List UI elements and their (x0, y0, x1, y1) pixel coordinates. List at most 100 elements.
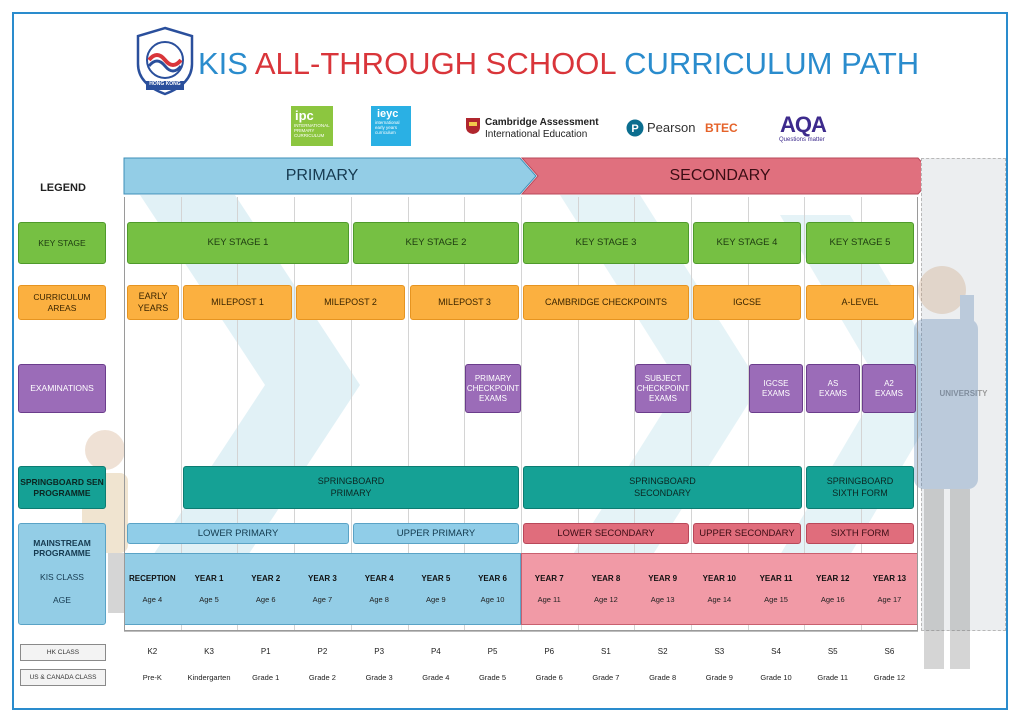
column-divider (180, 197, 182, 630)
exam-igcse: IGCSE EXAMS (749, 364, 803, 413)
kis-class-label: YEAR 3 (307, 574, 337, 583)
ipc-abbr: ipc (295, 108, 314, 123)
hk-class-label: S1 (601, 647, 611, 656)
kis-class-label: YEAR 11 (759, 574, 793, 583)
us-class-label: Grade 11 (817, 673, 849, 682)
area-early-years: EARLY YEARS (127, 285, 179, 320)
kis-class-label: YEAR 6 (478, 574, 507, 583)
svg-text:P: P (631, 123, 638, 135)
kis-class-label: YEAR 9 (648, 574, 678, 583)
exam-primary-checkpoint: PRIMARY CHECKPOINT EXAMS (465, 364, 521, 413)
age-label: Age 7 (312, 595, 333, 604)
us-class-label: Grade 7 (592, 673, 620, 682)
us-class-label: Pre-K (142, 673, 162, 682)
hk-class-label: P4 (430, 647, 441, 656)
hk-class-label: S5 (827, 647, 838, 656)
column-divider (350, 197, 352, 630)
btec-logo: BTEC (705, 121, 738, 135)
mainstream-upper-secondary: UPPER SECONDARY (693, 523, 801, 544)
column-divider (747, 197, 749, 630)
exam-a2: A2 EXAMS (862, 364, 916, 413)
area-milepost-3: MILEPOST 3 (410, 285, 519, 320)
legend-springboard: SPRINGBOARD SEN PROGRAMME (18, 466, 106, 509)
legend-age: AGE (53, 594, 71, 605)
age-label: Age 15 (764, 595, 788, 604)
us-class-label: Grade 9 (705, 673, 733, 682)
kis-class-label: YEAR 10 (702, 574, 737, 583)
hk-class-label: S2 (657, 647, 668, 656)
key-stage-4: KEY STAGE 4 (693, 222, 801, 264)
cambridge-shield-icon (466, 118, 480, 134)
aqa-tagline: Questions matter (779, 137, 825, 143)
hk-class-label: P5 (487, 647, 498, 656)
legend-mainstream-block: MAINSTREAM PROGRAMME KIS CLASS AGE (18, 523, 106, 625)
pearson-p-icon: P (626, 119, 644, 137)
hk-class-label: K2 (147, 647, 158, 656)
age-label: Age 6 (255, 595, 276, 604)
column-divider (407, 197, 409, 630)
area-milepost-1: MILEPOST 1 (183, 285, 292, 320)
column-divider (691, 197, 692, 630)
hk-class-label: P2 (317, 647, 328, 656)
column-divider (634, 197, 636, 630)
key-stage-5: KEY STAGE 5 (806, 222, 914, 264)
key-stage-3: KEY STAGE 3 (523, 222, 689, 264)
key-stage-1: KEY STAGE 1 (127, 222, 349, 264)
age-label: Age 4 (142, 595, 163, 604)
legend-kis-class: KIS CLASS (40, 572, 84, 583)
age-label: Age 5 (199, 595, 219, 604)
aqa-logo: AQA (780, 112, 827, 137)
hk-class-label: P6 (544, 647, 555, 656)
mainstream-sixth-form: SIXTH FORM (806, 523, 914, 544)
area-a-level: A-LEVEL (806, 285, 914, 320)
kis-class-label: RECEPTION (129, 574, 176, 583)
hk-class-label: P3 (374, 647, 385, 656)
column-divider (464, 197, 466, 630)
kis-class-label: YEAR 1 (194, 574, 224, 583)
bottom-divider (124, 631, 918, 632)
legend-curriculum-areas: CURRICULUM AREAS (18, 285, 106, 320)
legend-examinations: EXAMINATIONS (18, 364, 106, 413)
mainstream-lower-secondary: LOWER SECONDARY (523, 523, 689, 544)
kis-class-label: YEAR 8 (591, 574, 621, 583)
age-label: Age 9 (426, 595, 446, 604)
grid-border (124, 197, 918, 631)
springboard-secondary: SPRINGBOARD SECONDARY (523, 466, 802, 509)
university-label: UNIVERSITY (921, 385, 1006, 401)
phase-secondary: SECONDARY (669, 167, 771, 184)
age-label: Age 13 (650, 595, 675, 604)
us-class-label: Grade 3 (365, 673, 393, 682)
hk-class-label: P1 (260, 647, 271, 656)
title-part-kis: KIS (198, 46, 255, 81)
ieyc-abbr: ieyc (377, 108, 399, 120)
hk-class-label: S3 (714, 647, 725, 656)
title-part-school: ALL-THROUGH SCHOOL (254, 46, 625, 81)
springboard-sixth-form: SPRINGBOARD SIXTH FORM (806, 466, 914, 509)
hk-class-label: S6 (884, 647, 895, 656)
us-class-label: Kindergarten (187, 673, 231, 682)
us-class-label: Grade 1 (252, 673, 280, 682)
secondary-class-band (521, 553, 918, 625)
key-stage-2: KEY STAGE 2 (353, 222, 519, 264)
column-divider (520, 197, 522, 630)
column-divider (577, 197, 579, 630)
cambridge-logo: Cambridge Assessment International Educa… (485, 117, 599, 140)
age-label: Age 16 (820, 595, 845, 604)
school-crest-icon (136, 26, 194, 96)
us-class-label: Grade 5 (478, 673, 507, 682)
poster-frame (12, 12, 1008, 710)
legend-hk-class: HK CLASS (20, 644, 106, 661)
springboard-primary: SPRINGBOARD PRIMARY (183, 466, 519, 509)
age-label: Age 12 (594, 595, 618, 604)
legend-mainstream: MAINSTREAM PROGRAMME (33, 538, 91, 559)
kis-class-label: YEAR 5 (421, 574, 451, 583)
age-label: Age 8 (369, 595, 389, 604)
cambridge-line1: Cambridge Assessment (485, 117, 599, 128)
kis-class-label: YEAR 4 (364, 574, 394, 583)
hk-class-label: K3 (204, 647, 214, 656)
hk-class-label: S4 (771, 647, 781, 656)
area-cambridge-checkpoints: CAMBRIDGE CHECKPOINTS (523, 285, 689, 320)
title-part-curriculum: CURRICULUM PATH (624, 46, 920, 81)
ipc-logo: ipc INTERNATIONAL PRIMARY CURRICULUM (291, 106, 333, 146)
